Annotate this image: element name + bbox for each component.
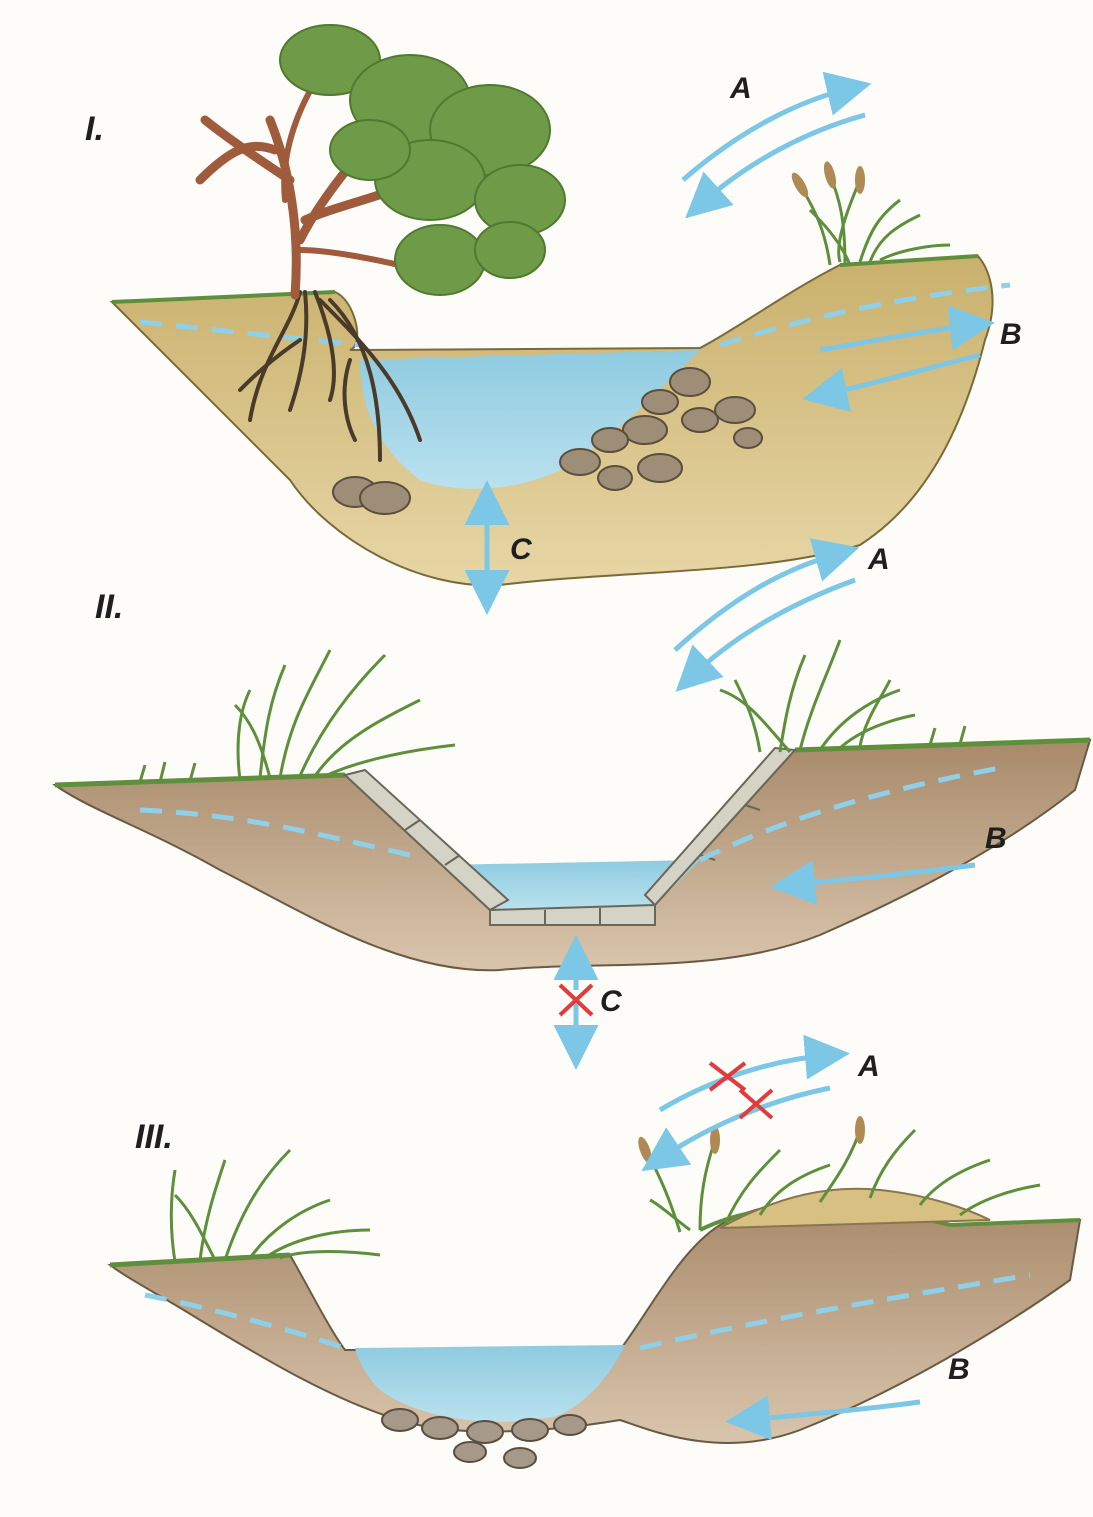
flow-label-a: A <box>868 543 890 577</box>
reed-icon <box>789 160 950 265</box>
flow-label-a: A <box>730 72 752 106</box>
dirt-mound <box>720 1189 990 1228</box>
panel-3 <box>110 1055 1080 1468</box>
flow-label-a: A <box>858 1050 880 1084</box>
panel-2 <box>55 553 1090 1050</box>
flow-label-b: B <box>985 822 1007 856</box>
panel-label: III. <box>135 1118 173 1157</box>
flow-label-b: B <box>948 1353 970 1387</box>
panel-label: II. <box>95 588 123 627</box>
tree-icon <box>200 25 565 295</box>
panel-1 <box>112 25 1010 595</box>
flow-label-b: B <box>1000 318 1022 352</box>
panel-2-soil <box>55 740 1090 970</box>
flow-label-c: C <box>600 985 622 1019</box>
flow-label-c: C <box>510 533 532 567</box>
panel-label: I. <box>85 110 104 149</box>
